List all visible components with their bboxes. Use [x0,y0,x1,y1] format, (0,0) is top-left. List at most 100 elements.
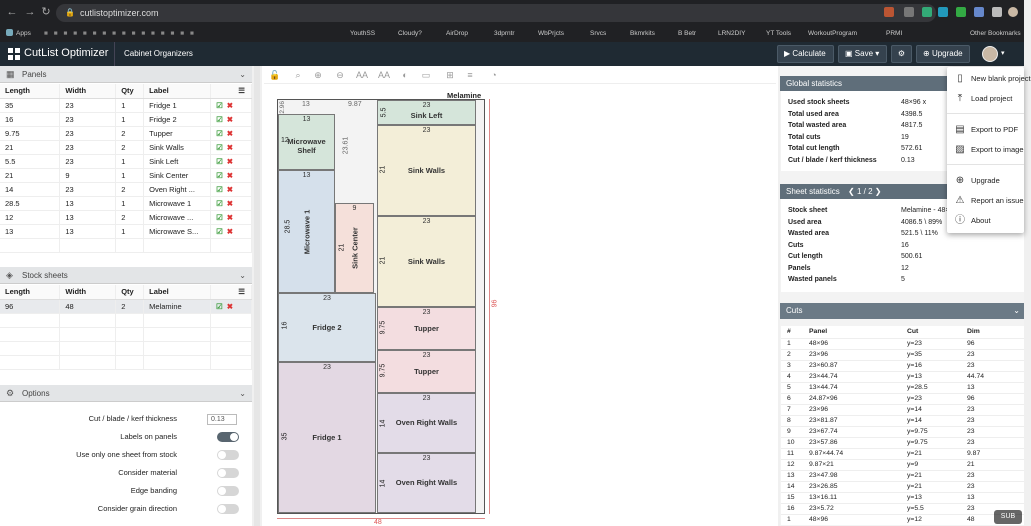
table-cell[interactable]: Sink Walls [143,140,212,155]
menu-item-report-issue[interactable]: ⚠Report an issue [947,192,1024,210]
table-row[interactable] [0,341,252,356]
table-cell[interactable]: Melamine [143,299,212,314]
panel-oven-right-walls[interactable]: 23 14 Oven Right Walls [377,453,476,513]
table-row[interactable] [0,313,252,328]
align-icon[interactable]: ≡ [467,70,473,80]
check-icon[interactable]: ☑ [216,114,223,124]
table-cell[interactable]: 2 [115,299,145,314]
table-cell[interactable] [143,355,212,370]
check-icon[interactable]: ☑ [216,100,223,110]
bookmark-folder[interactable]: YouthSS [350,30,376,37]
chevron-down-icon[interactable]: ⌄ [239,70,246,79]
table-cell[interactable]: 23 [59,154,117,169]
bookmark-folder[interactable]: WbPrjcts [538,30,564,37]
delete-icon[interactable]: ✖ [226,226,234,236]
palette-icon[interactable]: ◐ [402,70,408,80]
delete-icon[interactable]: ✖ [226,100,234,110]
zoom-reset-icon[interactable]: ⌕ [295,70,301,80]
panels-header[interactable]: ▦ Panels ⌄ [0,66,252,83]
grain-toggle[interactable] [217,504,239,514]
address-bar[interactable]: 🔒 cutlistoptimizer.com [56,4,936,22]
back-icon[interactable]: ← [6,6,18,18]
table-cell[interactable]: Microwave 1 [143,196,212,211]
profile-icon[interactable] [1008,7,1018,17]
calculate-button[interactable]: ▶ Calculate [777,45,834,63]
extension-icon[interactable] [974,7,984,17]
panel-tupper[interactable]: 23 9.75 Tupper [377,307,476,350]
grid-icon[interactable]: ⊞ [446,70,454,80]
table-cell[interactable]: 28.5 [0,196,61,211]
table-cell[interactable]: 1 [115,224,145,239]
extension-icon[interactable] [904,7,914,17]
table-cell[interactable] [143,327,212,342]
check-icon[interactable]: ☑ [216,226,223,236]
zoom-out-icon[interactable]: ⊖ [336,70,344,80]
table-cell[interactable] [59,238,117,253]
panel-fridge-1[interactable]: 23 35 Fridge 1 [278,362,376,513]
table-cell[interactable] [59,327,117,342]
table-cell[interactable]: Oven Right ... [143,182,212,197]
table-row[interactable] [0,327,252,342]
table-cell[interactable] [143,313,212,328]
one-sheet-toggle[interactable] [217,450,239,460]
menu-item-new-project[interactable]: ▯New blank project [947,70,1030,88]
table-cell[interactable]: 2 [115,182,145,197]
cuts-header[interactable]: Cuts ⌄ [780,303,1024,319]
table-cell[interactable]: 48 [59,299,117,314]
panel-sink-left[interactable]: 23 5.5 Sink Left [377,100,476,125]
column-header[interactable]: Qty [115,285,145,300]
menu-icon[interactable]: ☰ [210,84,252,99]
column-header[interactable]: Width [59,84,117,99]
table-cell[interactable]: 13 [0,224,61,239]
bookmark-folder[interactable]: AirDrop [446,30,469,37]
chevron-right-icon[interactable]: ❯ [874,187,882,196]
table-cell[interactable]: Fridge 2 [143,112,212,127]
bookmark-folder[interactable]: PRMI [886,30,903,37]
table-cell[interactable] [115,238,145,253]
bookmark-folder[interactable]: Bkmrkits [630,30,655,37]
check-icon[interactable]: ☑ [216,156,223,166]
table-cell[interactable]: 23 [59,182,117,197]
table-cell[interactable]: Fridge 1 [143,98,212,113]
material-toggle[interactable] [217,468,239,478]
panel-oven-right-walls[interactable]: 23 14 Oven Right Walls [377,393,476,453]
delete-icon[interactable]: ✖ [226,128,234,138]
table-cell[interactable]: 2 [115,210,145,225]
bookmark-folder[interactable]: YT Tools [766,30,792,37]
table-cell[interactable]: 1 [115,112,145,127]
table-cell[interactable] [0,313,61,328]
menu-icon[interactable]: ☰ [210,285,252,300]
panel-sink-walls[interactable]: 23 21 Sink Walls [377,125,476,216]
table-cell[interactable]: 13 [59,224,117,239]
settings-button[interactable]: ⚙ [891,45,912,63]
table-cell[interactable]: 21 [0,140,61,155]
table-cell[interactable]: 96 [0,299,61,314]
column-header[interactable]: Qty [115,84,145,99]
chevron-down-icon[interactable]: ⌄ [239,271,246,280]
save-button[interactable]: ▣ Save ▾ [838,45,887,63]
table-cell[interactable]: 9.75 [0,126,61,141]
chart-icon[interactable]: ◔ [491,70,497,80]
bookmark-favicons[interactable]: ■ ■ ■ ■ ■ ■ ■ ■ ■ ■ ■ ■ ■ ■ ■ ■ [44,30,196,37]
menu-item-upgrade[interactable]: ⊕Upgrade [947,172,1024,190]
stock-sheets-header[interactable]: ◈ Stock sheets ⌄ [0,267,252,284]
check-icon[interactable]: ☑ [216,184,223,194]
chevron-left-icon[interactable]: ❮ [848,187,855,196]
bookmark-folder[interactable]: Cloudy? [398,30,422,37]
bookmark-other[interactable]: Other Bookmarks [970,30,1021,37]
column-header[interactable]: Width [59,285,117,300]
panel-sink-center[interactable]: 9 21 Sink Center [335,203,374,293]
bookmark-apps[interactable]: Apps [6,29,31,39]
